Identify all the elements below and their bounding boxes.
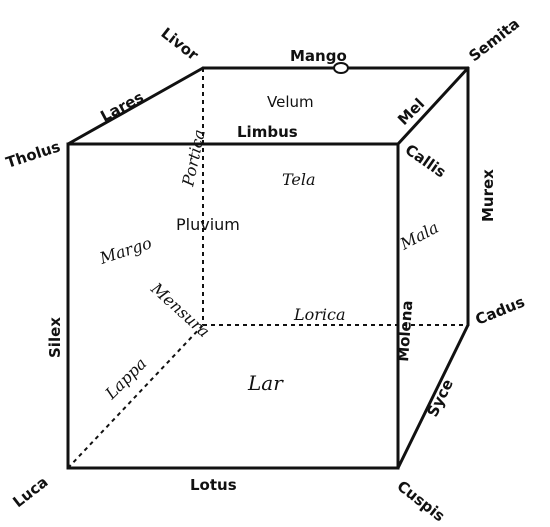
edge-bottom-left: [67, 324, 204, 469]
edge-label-mel: Mel: [394, 95, 428, 129]
vertex-label-luca: Luca: [9, 473, 51, 511]
edge-top-right: [396, 66, 470, 146]
front-face: [66, 142, 400, 470]
face-label-margo: Margo: [96, 233, 154, 268]
vertex-label-livor: Livor: [158, 24, 203, 65]
vertex-label-semita: Semita: [465, 15, 523, 66]
edge-label-silex: Silex: [46, 317, 64, 358]
face-label-mala: Mala: [396, 218, 442, 254]
edge-label-lares: Lares: [97, 88, 146, 126]
face-label-pluvium: Pluvium: [176, 215, 240, 234]
edge-label-lotus: Lotus: [190, 476, 237, 494]
edge-top-left: [66, 66, 205, 146]
edge-label-mango: Mango: [290, 47, 347, 65]
edge-knot-marker: [333, 62, 349, 74]
vertex-label-cuspis: Cuspis: [394, 477, 449, 525]
vertex-label-cadus: Cadus: [473, 293, 528, 329]
face-label-tela: Tela: [282, 170, 316, 189]
edge-label-syce: Syce: [423, 376, 457, 420]
edge-label-portica: Portica: [178, 128, 209, 189]
vertex-label-callis: Callis: [402, 141, 450, 182]
face-label-lar: Lar: [247, 371, 284, 395]
edge-label-lorica: Lorica: [293, 305, 346, 324]
face-label-velum: Velum: [267, 93, 314, 111]
edge-label-lappa: Lappa: [101, 354, 151, 404]
edge-bottom-right: [396, 323, 470, 470]
edge-label-molena: Molena: [394, 300, 416, 362]
edge-label-murex: Murex: [479, 169, 497, 222]
edge-label-limbus: Limbus: [237, 123, 298, 141]
vertex-label-tholus: Tholus: [4, 137, 63, 171]
